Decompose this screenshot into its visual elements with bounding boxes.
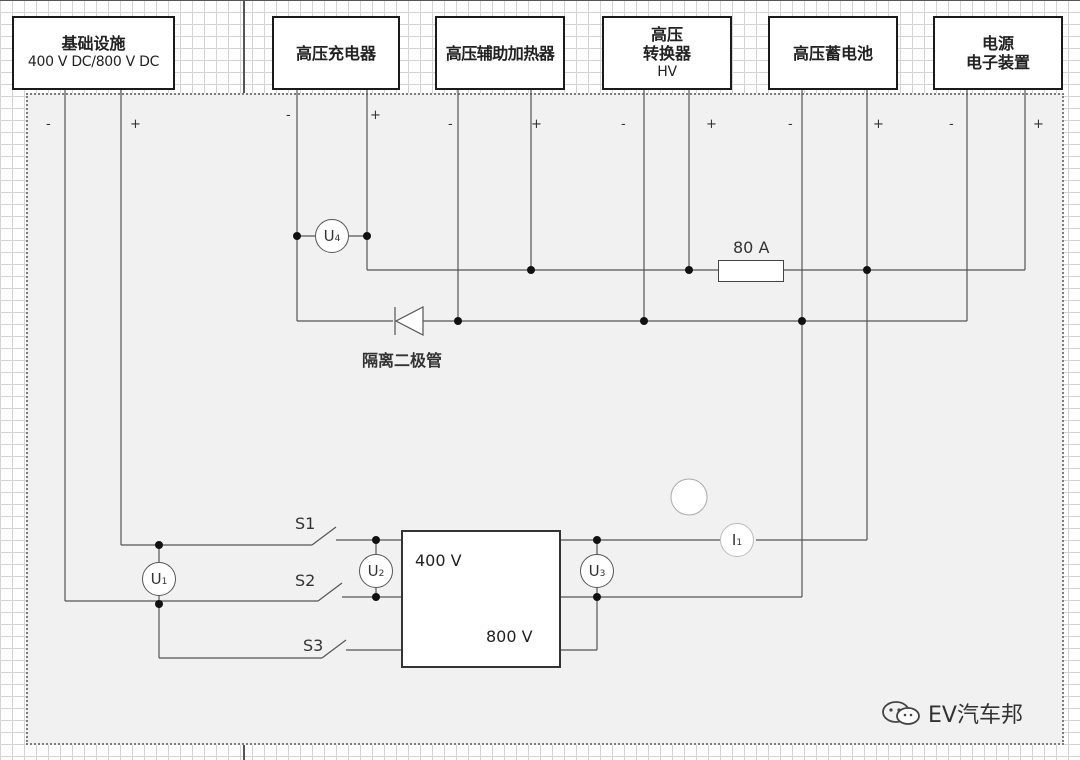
- junction-dot: [293, 232, 301, 240]
- u4-sub: 4: [334, 234, 341, 244]
- junction-dot: [372, 536, 380, 544]
- switch-s2-label: S2: [295, 571, 316, 590]
- watermark: EV汽车邦: [880, 697, 1023, 729]
- u2-base: U: [367, 562, 379, 580]
- junction-dot: [593, 536, 601, 544]
- junction-dot: [155, 541, 163, 549]
- i1-base: I: [731, 531, 737, 549]
- infra-plus: +: [130, 117, 141, 132]
- u3-sub: 3: [599, 569, 606, 579]
- empty-circle: [670, 478, 708, 516]
- hv-converter-line2: 转换器: [642, 43, 691, 63]
- diode-triangle: [394, 306, 424, 336]
- heater-minus: -: [448, 117, 453, 132]
- wechat-icon: [882, 701, 920, 725]
- charger-plus: +: [370, 108, 381, 123]
- watermark-text: EV汽车邦: [928, 703, 1023, 728]
- electronics-minus: -: [949, 117, 954, 132]
- junction-dot: [798, 317, 806, 325]
- battery-box: 高压蓄电池: [768, 16, 898, 90]
- electronics-line1: 电源: [981, 34, 1014, 53]
- charger-box: 高压充电器: [272, 16, 400, 90]
- junction-dot: [640, 317, 648, 325]
- hv-converter-box: 高压 转换器 HV: [602, 16, 732, 90]
- junction-dot: [685, 266, 693, 274]
- converter-input-voltage: 400 V: [415, 551, 462, 570]
- electronics-plus: +: [1033, 117, 1044, 132]
- infrastructure-title: 基础设施: [61, 34, 126, 53]
- junction-dot: [527, 266, 535, 274]
- u1-base: U: [150, 570, 162, 588]
- infrastructure-voltage: 400 V DC/800 V DC: [27, 54, 160, 70]
- u2-sub: 2: [378, 569, 385, 579]
- fuse-label: 80 A: [733, 238, 770, 257]
- charger-title: 高压充电器: [295, 43, 376, 63]
- converter-minus: -: [621, 117, 626, 132]
- junction-dot: [363, 232, 371, 240]
- u1-sub: 1: [161, 577, 168, 587]
- battery-minus: -: [788, 117, 793, 132]
- junction-dot: [593, 593, 601, 601]
- s3-blade: [321, 639, 347, 659]
- battery-plus: +: [873, 117, 884, 132]
- i1-sub: 1: [736, 538, 743, 548]
- s1-blade: [311, 526, 337, 546]
- junction-dot: [155, 600, 163, 608]
- battery-title: 高压蓄电池: [792, 43, 873, 63]
- electronics-line2: 电子装置: [965, 53, 1030, 72]
- u4-base: U: [323, 227, 335, 245]
- top-border: [0, 0, 1080, 1]
- switch-s1-label: S1: [295, 514, 316, 533]
- hv-converter-line3: HV: [657, 63, 677, 80]
- dc-dc-converter: [401, 530, 561, 668]
- electronics-box: 电源 电子装置: [933, 16, 1063, 90]
- infra-minus: -: [46, 117, 51, 132]
- heater-title: 高压辅助加热器: [445, 43, 555, 63]
- heater-plus: +: [531, 117, 542, 132]
- switch-s3-label: S3: [303, 636, 324, 655]
- heater-box: 高压辅助加热器: [435, 16, 565, 90]
- junction-dot: [863, 266, 871, 274]
- s2-blade: [317, 582, 343, 602]
- converter-output-voltage: 800 V: [486, 627, 533, 646]
- infrastructure-box: 基础设施 400 V DC/800 V DC: [12, 16, 175, 90]
- hv-converter-line1: 高压: [650, 24, 683, 44]
- u3-base: U: [588, 562, 600, 580]
- diode-label: 隔离二极管: [362, 351, 443, 370]
- junction-dot: [372, 593, 380, 601]
- junction-dot: [454, 317, 462, 325]
- converter-plus: +: [706, 117, 717, 132]
- fuse: [718, 260, 784, 282]
- charger-minus: -: [286, 108, 291, 123]
